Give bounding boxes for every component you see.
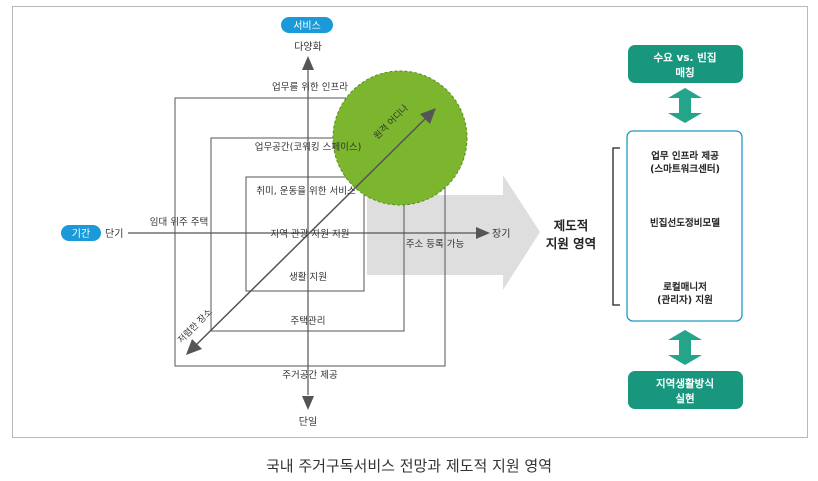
- item1-line2: (스마트워크센터): [650, 163, 720, 175]
- lifestyle-box-line1: 지역생활방식: [656, 377, 714, 390]
- axis-left-label: 단기: [105, 228, 123, 240]
- figure-caption: 국내 주거구독서비스 전망과 제도적 지원 영역: [265, 457, 553, 475]
- inner-box-top-label: 취미, 운동을 위한 서비스: [256, 185, 356, 197]
- right-item-label: 주소 등록 가능: [406, 239, 465, 250]
- diagonal-axis: [193, 115, 429, 348]
- support-area-label-line2: 지원 영역: [546, 236, 596, 251]
- support-items-box: [626, 130, 743, 322]
- lifestyle-box-line2: 실현: [675, 392, 694, 405]
- center-item-label: 지역 관광 자원 지원: [271, 228, 350, 240]
- item3-line2: (관리자) 지원: [657, 294, 713, 306]
- axis-arrow-down: [302, 396, 314, 410]
- outer-box-bottom-label: 주거공간 제공: [282, 370, 338, 381]
- item1-line1: 업무 인프라 제공: [651, 150, 719, 162]
- item3-line1: 로컬매니저: [663, 281, 707, 293]
- matching-box-line2: 매칭: [675, 66, 694, 79]
- period-badge: [61, 225, 101, 241]
- service-badge: [281, 17, 333, 33]
- support-area-label-line1: 제도적: [554, 218, 589, 233]
- axis-right-label: 장기: [492, 228, 510, 240]
- left-item-label: 임대 위주 주택: [150, 216, 208, 228]
- remote-circle: [332, 70, 468, 206]
- service-badge-text: 서비스: [293, 20, 321, 32]
- outer-box: [174, 97, 446, 367]
- outer-box-top-label: 업무를 위한 인프라: [272, 81, 348, 93]
- matching-box-line1: 수요 vs. 빈집: [653, 51, 716, 64]
- mid-box-bottom-label: 주택관리: [291, 316, 326, 327]
- double-arrow-bottom: [668, 330, 702, 365]
- inner-box: [245, 176, 365, 292]
- mid-box-top-label: 업무공간(코워킹 스페이스): [255, 141, 362, 153]
- diag-low-label: 저렴한 장소: [175, 306, 215, 346]
- matching-box: [628, 45, 743, 83]
- period-badge-text: 기간: [72, 228, 90, 240]
- double-arrow-top: [668, 88, 702, 123]
- diag-arrow-up: [420, 108, 436, 124]
- inner-box-bottom-label: 생활 지원: [289, 271, 327, 283]
- axis-top-label: 다양화: [294, 41, 322, 53]
- axis-bottom-label: 단일: [299, 416, 317, 428]
- axis-arrow-up: [302, 56, 314, 70]
- axis-arrow-right: [476, 227, 490, 239]
- diag-arrow-down: [186, 339, 202, 355]
- item2: 빈집선도정비모델: [650, 217, 720, 229]
- lifestyle-box: [628, 371, 743, 409]
- bracket: [612, 147, 620, 306]
